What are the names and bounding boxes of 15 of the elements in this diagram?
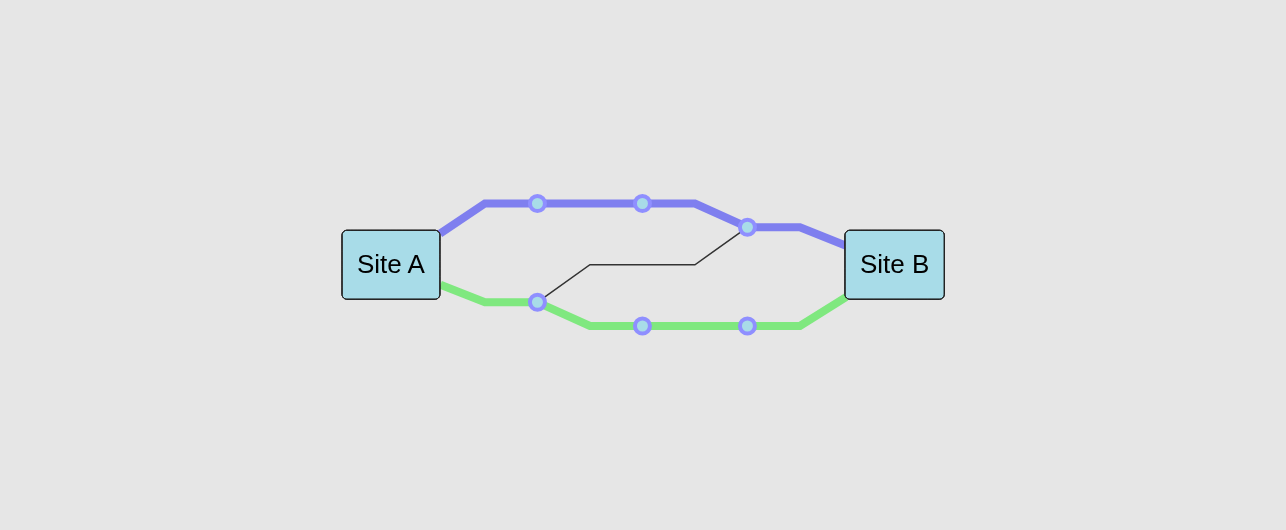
connector (542, 231, 742, 299)
connector (754, 293, 848, 331)
node-circle (527, 293, 547, 312)
connector (649, 199, 743, 229)
connector (649, 322, 740, 331)
node-circle (737, 218, 757, 237)
node-circle (737, 316, 757, 336)
connector (438, 281, 530, 307)
connector (437, 199, 530, 238)
connector (754, 223, 847, 250)
connector (542, 301, 635, 331)
node-circle (632, 194, 652, 214)
node-circle (632, 316, 652, 336)
connector (544, 199, 635, 208)
node-circle (527, 194, 547, 214)
